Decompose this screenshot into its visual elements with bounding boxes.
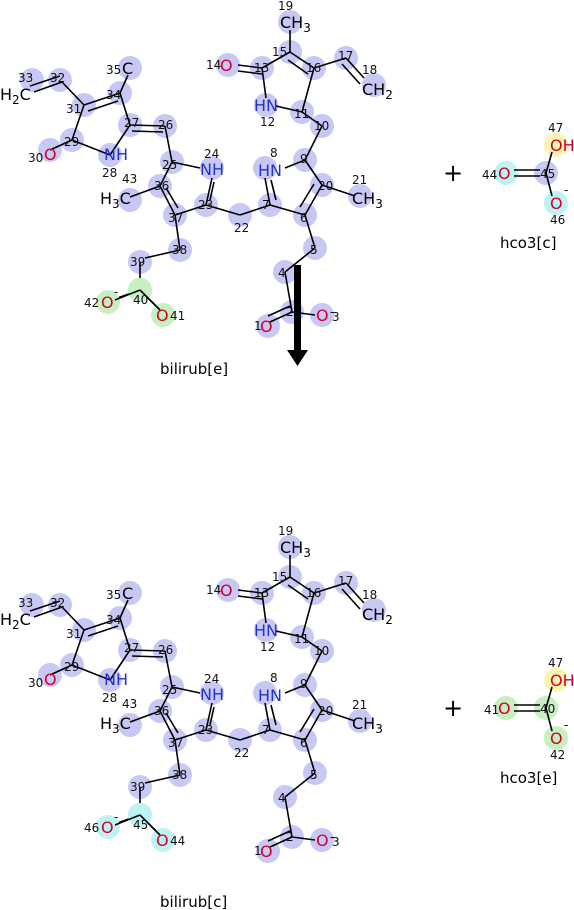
svg-text:O: O bbox=[550, 729, 563, 748]
bicarbonate-structure: O OH O - 41 40 42 47 bbox=[484, 656, 574, 762]
bilirubin-structure bbox=[0, 523, 394, 864]
svg-text:-: - bbox=[564, 183, 568, 197]
molecule-label: bilirub[e] bbox=[160, 360, 228, 378]
bicarbonate-structure: O OH O - 44 45 46 47 bbox=[482, 121, 574, 227]
hco3-o-minus-index: 46 bbox=[550, 213, 565, 227]
svg-text:OH: OH bbox=[550, 136, 574, 155]
coproduct-label: hco3[c] bbox=[500, 234, 556, 252]
svg-text:O: O bbox=[101, 293, 114, 312]
carboxylate-o-left-index: 42 bbox=[84, 296, 99, 310]
hco3-o-double-index: 41 bbox=[484, 703, 499, 717]
carboxylate-group: O - O 42 40 41 bbox=[84, 278, 185, 327]
svg-text:O: O bbox=[550, 194, 563, 213]
carboxylate-group: O - O 46 45 44 bbox=[84, 803, 185, 852]
product-panel: O - O 46 45 44 bilirub[c] + O OH O - 41 … bbox=[0, 523, 574, 910]
svg-text:O: O bbox=[498, 699, 511, 718]
hco3-oh-index: 47 bbox=[548, 656, 563, 670]
carboxylate-o-right-index: 41 bbox=[170, 309, 185, 323]
hco3-c-index: 40 bbox=[540, 702, 555, 716]
reactant-panel: O - O 42 40 41 bilirub[e] + O OH O - 44 … bbox=[0, 0, 574, 378]
svg-text:OH: OH bbox=[550, 671, 574, 690]
hco3-oh-index: 47 bbox=[548, 121, 563, 135]
svg-text:O: O bbox=[156, 306, 169, 325]
coproduct-label: hco3[e] bbox=[500, 769, 557, 787]
svg-text:O: O bbox=[498, 164, 511, 183]
carboxylate-o-right-index: 44 bbox=[170, 834, 185, 848]
hco3-o-double-index: 44 bbox=[482, 168, 497, 182]
carboxylate-c-index: 45 bbox=[133, 818, 148, 832]
hco3-c-index: 45 bbox=[540, 167, 555, 181]
carboxylate-c-index: 40 bbox=[133, 293, 148, 307]
carboxylate-o-left-index: 46 bbox=[84, 821, 99, 835]
svg-text:-: - bbox=[564, 718, 568, 732]
hco3-o-minus-index: 42 bbox=[550, 748, 565, 762]
svg-text:O: O bbox=[101, 818, 114, 837]
bilirubin-structure bbox=[0, 0, 394, 339]
plus-sign: + bbox=[443, 694, 463, 722]
svg-text:-: - bbox=[114, 285, 118, 299]
reaction-arrow bbox=[287, 265, 308, 366]
svg-text:-: - bbox=[114, 810, 118, 824]
plus-sign: + bbox=[443, 159, 463, 187]
molecule-label: bilirub[c] bbox=[160, 893, 227, 910]
svg-text:O: O bbox=[156, 831, 169, 850]
